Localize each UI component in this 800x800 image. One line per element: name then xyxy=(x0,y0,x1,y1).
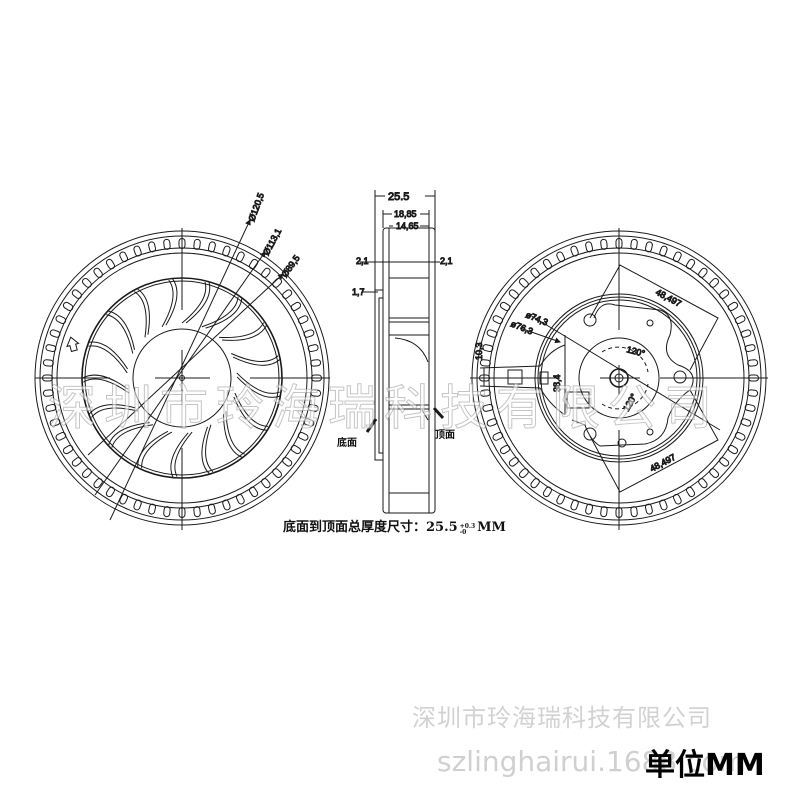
side-dim-inner: 18,85 xyxy=(394,209,417,219)
tolerance: +0.3-0 xyxy=(460,524,475,536)
back-dim-tab: 10,3 xyxy=(474,342,484,360)
tolerance-plus: +0.3 xyxy=(459,523,476,530)
watermark-url: szlinghairui.1688.com xyxy=(437,745,746,778)
side-dim-flange: 1,7 xyxy=(352,287,365,297)
side-dim-overall: 25.5 xyxy=(388,191,409,203)
bottom-face-label: 底面 xyxy=(337,438,357,449)
side-dim-right-offset: 2,1 xyxy=(440,256,453,266)
unit-label: 单位MM xyxy=(645,748,765,783)
vent-slots-ring xyxy=(479,238,759,518)
side-dim-blade: 14,65 xyxy=(396,221,419,231)
tolerance-minus: -0 xyxy=(459,529,467,536)
vent-slots-ring xyxy=(42,238,322,518)
front-dim-3: Ø89,5 xyxy=(279,253,301,279)
front-dim-1: Ø120,5 xyxy=(246,192,265,223)
impeller-blades xyxy=(82,278,281,478)
watermark-company: 深圳市玲海瑞科技有限公司 xyxy=(412,704,712,732)
thickness-unit: MM xyxy=(477,520,506,535)
top-face-label: 顶面 xyxy=(435,430,455,441)
front-dim-2: Ø113,1 xyxy=(261,227,283,257)
thickness-note-text: 底面到顶面总厚度尺寸：25.5 xyxy=(283,520,458,535)
side-dim-left-offset: 2,1 xyxy=(356,256,369,266)
front-view: Ø120,5 Ø113,1 Ø89,5 xyxy=(34,191,330,530)
back-dim-motor: 38,4 xyxy=(552,374,562,392)
back-view: ø74,3 ø76,3 48,497 48,497 120° 120° 10,3… xyxy=(470,228,768,530)
back-dim-span-top: 48,497 xyxy=(654,287,683,309)
side-view: 25.5 18,85 14,65 2,1 2,1 1,7 xyxy=(352,190,453,514)
